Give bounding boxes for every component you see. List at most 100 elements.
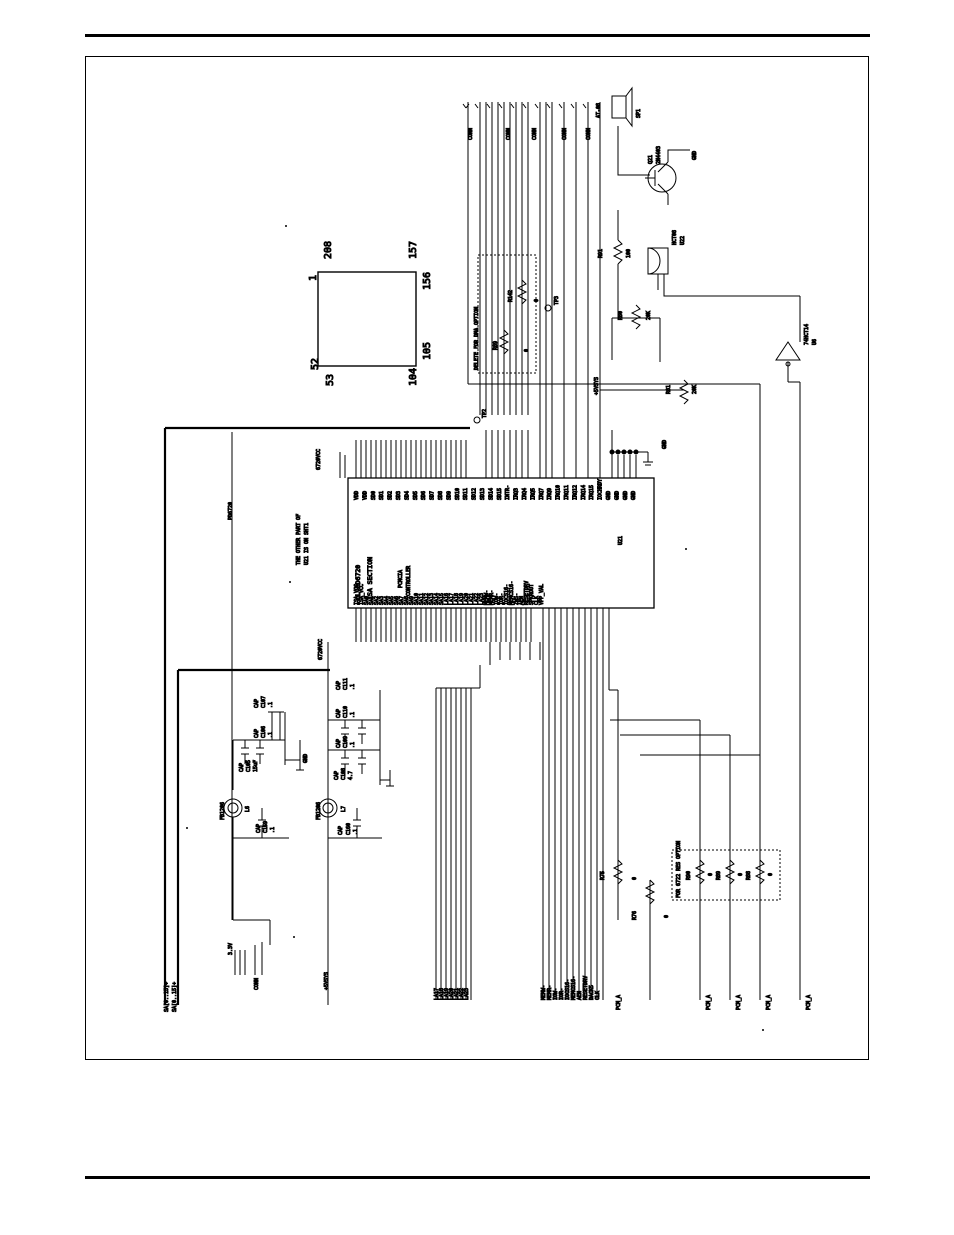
chip-left-pin-label: ZWS-: [514, 593, 520, 605]
net-la17: LA17: [434, 988, 440, 1000]
c108-ref: C108: [341, 768, 347, 780]
chip-right-pin-label: SD7: [430, 491, 436, 500]
chip-right-pin-label: SD14: [488, 488, 494, 500]
c160-val: .1: [353, 829, 359, 835]
conn-top-5: CONN: [586, 128, 592, 140]
pd6720vcc-net-2: 6720VCC: [318, 639, 324, 660]
chip-right-pin-label: SD2: [388, 491, 394, 500]
chip-left-pin-label: SA11: [419, 593, 425, 605]
chip-right-pin-label: SD10: [455, 488, 461, 500]
bus-label-2: SA[0..15]+: [172, 982, 178, 1012]
chip-right-pin-label: IRQ10: [556, 485, 562, 500]
chip-note-1: THE OTHER PART OF: [296, 514, 302, 565]
q21-gnd: GND: [692, 151, 698, 160]
chip-left-pin-label: LA18: [454, 593, 460, 605]
chip-left-pin-label: MEMCS16-: [509, 581, 515, 605]
c159-ref: C159: [263, 821, 269, 833]
net-la22: LA22: [459, 988, 465, 1000]
net-aen: AEN: [577, 991, 583, 1000]
chip-left-pin-label: SA8: [404, 596, 410, 605]
conn-top-4: CONN: [562, 128, 568, 140]
c105-val: 15uF: [253, 760, 259, 772]
chip-right-pin-label: IOCHRDY: [598, 479, 604, 500]
c160-lbl: CAP: [338, 826, 344, 835]
sp1-ref: SP1: [636, 109, 642, 118]
chip-left-pin-label: SA15: [439, 593, 445, 605]
chip-right-pin-label: SD9: [446, 491, 452, 500]
u22-ref: U22: [680, 236, 686, 245]
chip-right-pin-label: GND: [606, 491, 612, 500]
beeper-vcc: +5VSYS: [594, 377, 600, 395]
c108-val: 4.7: [348, 771, 354, 780]
bottom-resistors: R75 0 R76 0 FOR 6722 RES OPTION R90 R89 …: [600, 840, 781, 1000]
c106-val: .1: [268, 732, 274, 738]
net-la19: LA19: [444, 988, 450, 1000]
c160-ref: C160: [346, 823, 352, 835]
chip-left-pin-label: SPKROUT: [529, 584, 535, 605]
power-bus: PD6720 6720VCC 6720VCC +5VSYS: [163, 426, 470, 1005]
net-la21: LA21: [454, 988, 460, 1000]
c110-lbl: CAP: [336, 709, 342, 718]
chip-right-pin-label: SD5: [413, 491, 419, 500]
chip-left-pin-label: CLK: [534, 596, 540, 605]
chip-right-pin-label: IRQ5: [530, 488, 536, 500]
pd6720-net: PD6720: [228, 502, 234, 520]
chip-left-pin-label: SA9: [409, 596, 415, 605]
c159-lbl: CAP: [256, 824, 262, 833]
chip-left-pin-label: LA20: [464, 593, 470, 605]
r91-val: 100: [626, 249, 632, 258]
chip-left-pin-label: SA10: [414, 593, 420, 605]
c110-ref: C110: [343, 706, 349, 718]
c106-ref: C106: [261, 726, 267, 738]
chip-left-pin-label: SA3: [379, 596, 385, 605]
chip-left-pin-label: ISA_VCC: [359, 584, 365, 605]
chip-right-pin-label: VDD: [354, 491, 360, 500]
chip-right-pin-label: VDD: [362, 491, 368, 500]
conn-top-1: CONN: [468, 128, 474, 140]
bus-label-1: SA[0..15]+: [164, 982, 170, 1012]
package-outline: 1 208 157 156 52 53 104 105: [308, 240, 434, 386]
net-pcm-a-2: PCM_A: [706, 995, 712, 1010]
net-iocs16: IOCS16-: [565, 979, 571, 1000]
chip-left-pin-label: RESETDRV: [524, 581, 530, 605]
c159-val: .1: [270, 827, 276, 833]
chip-left-pin-label: IOR-: [499, 593, 505, 605]
bottom-connector: LA17 LA18 LA19 LA20 LA21 LA22 LA23 MEMW-…: [164, 919, 813, 1013]
chip-right-pin-label: SD15: [497, 488, 503, 500]
dma-note: DELETE FOR DMA OPTION: [474, 307, 480, 370]
r75-val: 0: [632, 877, 638, 880]
outline-pin-156: 156: [422, 272, 433, 290]
chip-right-pin-label: IRQ12: [572, 485, 578, 500]
chip-right-pin-label: INTR-: [505, 485, 511, 500]
chip-left-pin-label: AEN: [519, 596, 525, 605]
net-clk: CLK: [595, 991, 601, 1000]
top-rule: [85, 34, 870, 37]
chip-right-pin-label: SD3: [396, 491, 402, 500]
chip-left-pin-label: MEMR-: [489, 590, 495, 605]
group1-gnd: GND: [303, 754, 309, 763]
net-ior: IOR-: [559, 988, 565, 1000]
chip-right-pin-label: GND: [614, 491, 620, 500]
r142-ref: R142: [508, 290, 514, 302]
c111-ref: C111: [343, 678, 349, 690]
q21-ref: Q21: [648, 155, 654, 164]
u22-val: HCT08: [672, 230, 678, 245]
chip-note-2: U21 IS ON SHT1: [304, 523, 310, 565]
chip-left-pin-label: SA14: [434, 593, 440, 605]
chip-line3: PCMCIA: [398, 570, 404, 588]
u6-val: 74HCT14: [804, 324, 810, 345]
chip-right-pin-label: SD12: [472, 488, 478, 500]
sp1-val: AT-08: [596, 103, 602, 118]
chip-left-pin-label: SA12: [424, 593, 430, 605]
c108-lbl: CAP: [334, 771, 340, 780]
c110-val: .1: [350, 712, 356, 718]
c109-lbl: CAP: [336, 739, 342, 748]
net-memcs16: MEMCS16-: [571, 976, 577, 1000]
chip-right-pin-label: IRQ14: [581, 485, 587, 500]
c109-ref: C109: [343, 736, 349, 748]
controller-u21: CL-PD6720 ISA SECTION PCMCIA CONTROLLER …: [296, 430, 669, 650]
beeper-circuit: DELETE FOR DMA OPTION R89 R142 0 0 TP3 T…: [462, 86, 819, 1000]
conn-label-left: CONN: [254, 978, 260, 990]
c105-lbl: CAP: [239, 763, 245, 772]
c105-ref: C105: [246, 760, 252, 772]
